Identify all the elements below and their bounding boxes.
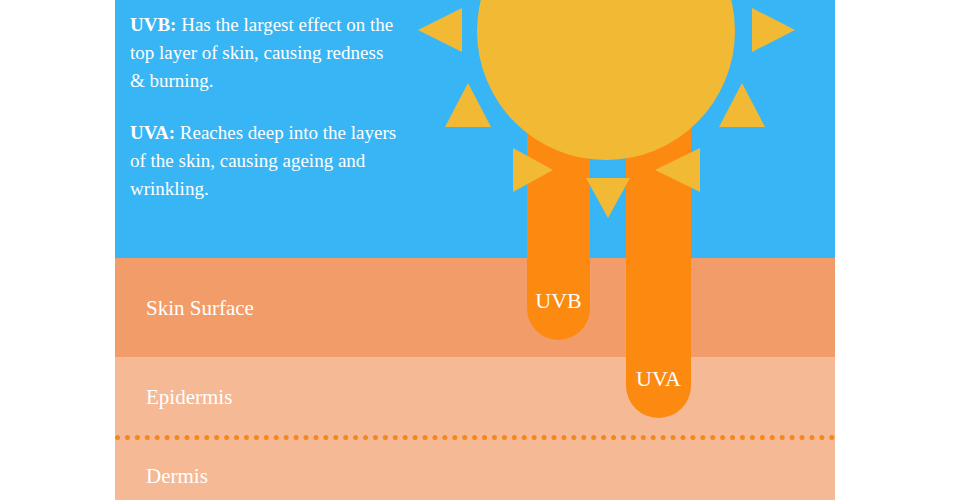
note-paragraph: UVA:Reaches deep into the layers of the … xyxy=(130,119,398,203)
skin-layer-band: Epidermis xyxy=(115,357,835,437)
note-paragraph: UVB:Has the largest effect on the top la… xyxy=(130,11,398,95)
sun-ray-triangle xyxy=(445,83,491,127)
sun-ray-triangle xyxy=(752,8,795,52)
sun xyxy=(477,0,735,160)
skin-layer-band: Dermis xyxy=(115,435,835,500)
layer-label: Dermis xyxy=(146,464,208,488)
sun-ray-triangle xyxy=(586,178,630,218)
ray-label: UVB xyxy=(535,288,581,314)
layer-label: Epidermis xyxy=(146,385,232,409)
sun-ray-triangle xyxy=(418,8,462,52)
ray-beam: UVA xyxy=(626,195,691,418)
note-heading: UVA: xyxy=(130,122,175,143)
note-heading: UVB: xyxy=(130,14,176,35)
skin-layer-band: Skin Surface xyxy=(115,258,835,357)
sun-ray-triangle xyxy=(655,148,700,192)
layer-label: Skin Surface xyxy=(146,296,254,320)
ray-label: UVA xyxy=(636,366,681,392)
sun-ray-triangle xyxy=(719,83,765,127)
ray-beam: UVB xyxy=(527,195,590,340)
sun-ray-triangle xyxy=(513,148,553,192)
